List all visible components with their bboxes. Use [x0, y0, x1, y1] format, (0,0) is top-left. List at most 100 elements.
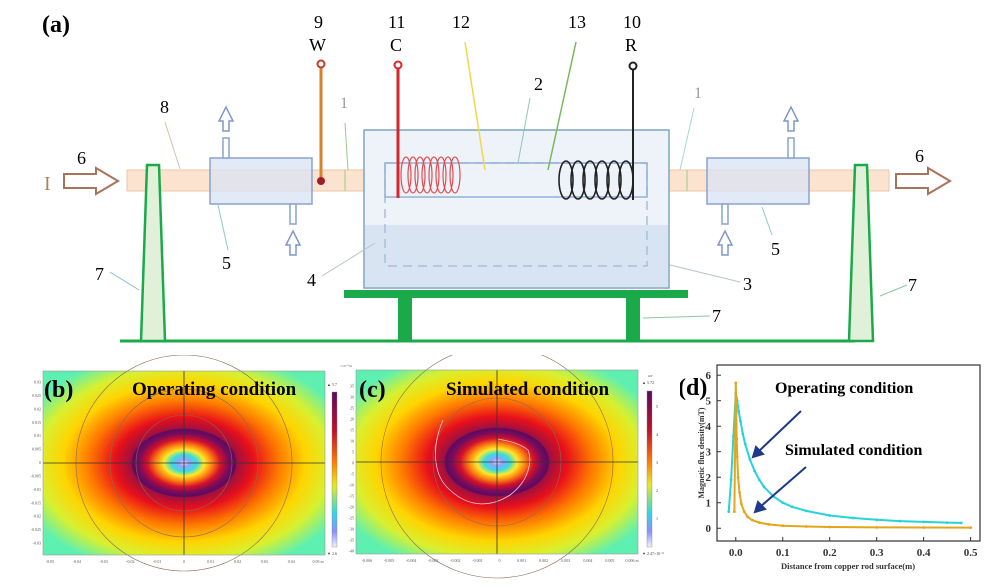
- x-axis-label: Distance from copper rod surface(m): [781, 561, 915, 571]
- coolant-outlet-pipe-right: [787, 137, 795, 159]
- y-tick-label: 30: [350, 395, 354, 400]
- leader-8: [164, 121, 181, 170]
- y-tick-label: -0.025: [31, 527, 41, 532]
- x-tick-label: 0.1: [776, 547, 790, 559]
- y-tick-labels-b: 0.030.0250.020.0150.010.0050-0.005-0.01-…: [31, 380, 41, 546]
- coolant-inlet-pipe-left: [289, 203, 297, 225]
- x-tick-label: 0.0: [729, 547, 743, 559]
- leader-2: [517, 97, 531, 164]
- tank-leg-left: [398, 297, 412, 341]
- coolant-in-arrow-icon: [284, 229, 302, 256]
- x-tick-label: -0.003: [428, 558, 438, 563]
- x-tick-label: 0.5: [964, 547, 978, 559]
- panel-a-label: (a): [42, 12, 70, 38]
- y-tick-label: -0.015: [31, 500, 41, 505]
- callout-10: 10: [623, 12, 641, 32]
- coolant-in-arrow-icon: [716, 229, 734, 256]
- y-tick-label: 15: [350, 428, 354, 433]
- data-point: [735, 437, 739, 441]
- y-tick-label: 25: [350, 406, 354, 411]
- x-tick-label: -0.02: [126, 559, 134, 564]
- colorbar-tick-label: 5: [656, 404, 658, 409]
- arrow-to-simulated: [759, 466, 807, 508]
- x-tick-label: 0.2: [823, 547, 837, 559]
- x-tick-label: 0.005: [605, 558, 614, 563]
- y-tick-label: -0.03: [33, 541, 41, 546]
- y-tick-label: -0.01: [33, 487, 41, 492]
- tank-leg-right: [626, 297, 640, 341]
- data-point: [828, 514, 832, 517]
- counter-electrode-terminal: [393, 60, 403, 70]
- callout-6-right: 6: [915, 146, 924, 166]
- data-point: [732, 435, 735, 438]
- working-electrode-terminal: [316, 59, 326, 69]
- tank-platform: [344, 290, 688, 298]
- y-tick-label: 0.02: [34, 406, 41, 411]
- leader-7-left: [109, 271, 140, 291]
- y-tick-label: 0.005: [32, 447, 41, 452]
- x-tick-label: -0.01: [153, 559, 161, 564]
- y-tick-label: 0: [352, 461, 354, 466]
- electrode-w-label: W: [309, 35, 326, 55]
- data-point: [875, 518, 879, 522]
- y-tick-label: 0: [706, 523, 712, 535]
- callout-7-right: 7: [908, 275, 917, 295]
- series-group: [727, 381, 973, 530]
- data-point: [743, 442, 747, 446]
- x-tick-label: 0.3: [870, 547, 884, 559]
- x-tick-label: 0.03: [261, 559, 268, 564]
- data-point: [748, 457, 752, 461]
- data-point: [898, 519, 902, 523]
- annotation-arrows: [751, 410, 807, 514]
- callout-1-right: 1: [694, 85, 702, 102]
- support-right: [847, 163, 875, 343]
- colorbar-max-b: ▲ 5.7: [327, 382, 337, 387]
- y-tick-label: 2: [706, 472, 712, 484]
- data-point: [922, 526, 926, 529]
- data-point: [922, 520, 926, 524]
- data-point: [737, 409, 741, 413]
- coolant-out-arrow-icon: [782, 105, 800, 132]
- callout-4: 4: [307, 270, 316, 290]
- leader-7-mid: [642, 315, 711, 319]
- colorbar-tick-label: 1: [656, 516, 658, 521]
- panel-c-label: (c): [359, 377, 386, 403]
- x-tick-label: 0.02: [234, 559, 241, 564]
- arrow-to-operating: [757, 410, 802, 453]
- arrowhead-icon: [753, 500, 767, 514]
- data-point: [734, 381, 738, 385]
- callout-5-left: 5: [222, 253, 231, 273]
- x-tick-label: -0.04: [73, 559, 81, 564]
- y-tick-label: 0.03: [34, 380, 41, 385]
- colorbar-unit-c: mT: [648, 374, 654, 378]
- y-tick-label: -20: [349, 505, 354, 510]
- callout-7-left: 7: [95, 264, 104, 284]
- working-electrode-contact: [317, 177, 325, 185]
- y-tick-label: -0.02: [33, 514, 41, 519]
- data-point: [746, 515, 749, 519]
- y-tick-label: -5: [351, 472, 354, 477]
- coolant-outlet-pipe-left: [222, 137, 230, 159]
- y-tick-label: 35: [350, 384, 354, 389]
- data-point: [781, 501, 785, 505]
- electrolyte-solution: [365, 225, 668, 287]
- data-point: [735, 455, 739, 459]
- data-point: [750, 518, 754, 522]
- colorbar-tick-label: 4: [656, 432, 658, 437]
- callout-7-mid: 7: [712, 306, 721, 326]
- reference-electrode-coil: [558, 160, 634, 200]
- x-tick-label: -0.006: [362, 558, 372, 563]
- panel-b-label: (b): [44, 377, 73, 403]
- y-tick-label: 5: [352, 450, 354, 455]
- x-tick-label: 0.004: [583, 558, 592, 563]
- leader-4: [321, 242, 376, 277]
- data-point: [739, 419, 742, 423]
- panel-d-label: (d): [680, 375, 707, 401]
- data-point: [969, 526, 973, 530]
- x-tick-label: 0.05 m: [312, 559, 324, 564]
- field-streamline: [435, 419, 531, 505]
- leader-13: [547, 41, 577, 171]
